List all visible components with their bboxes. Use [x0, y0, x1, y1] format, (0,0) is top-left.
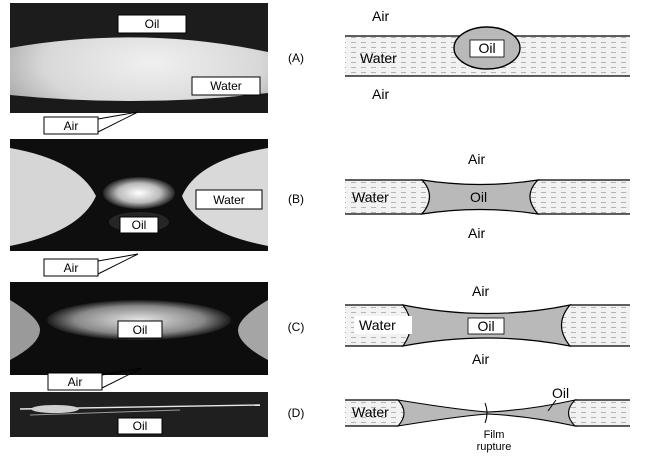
schematic-a-water: Water: [360, 50, 397, 66]
photo-b-water-label: Water: [213, 193, 245, 207]
schematic-a-oil: Oil: [478, 40, 495, 56]
schematic-b: Air Water Oil Air: [345, 151, 630, 241]
photo-b: Oil Water: [10, 139, 268, 251]
panel-a-tag: (A): [288, 51, 304, 65]
panel-d: Oil (D) Water Oil Film rupture: [10, 385, 630, 453]
panel-c-tag: (C): [288, 320, 305, 334]
schematic-a-air-top: Air: [372, 8, 389, 24]
callout-c: Air: [43, 253, 139, 277]
callout-c-label: Air: [64, 261, 79, 275]
schematic-d: Water Oil Film rupture: [345, 385, 630, 453]
schematic-a: Oil Air Water Air: [345, 8, 630, 102]
schematic-d-oil: Oil: [552, 385, 569, 401]
photo-a: Oil Water: [10, 3, 268, 113]
schematic-d-rupture-line2: rupture: [477, 441, 512, 453]
photo-a-water-label: Water: [210, 79, 242, 93]
schematic-c-oil: Oil: [477, 318, 494, 334]
photo-a-oil-label: Oil: [145, 17, 160, 31]
schematic-a-air-bottom: Air: [372, 86, 389, 102]
panel-d-tag: (D): [288, 406, 305, 420]
schematic-b-air-top: Air: [468, 151, 485, 167]
photo-c-oil-label: Oil: [133, 323, 148, 337]
panel-a: Oil Water (A) Oil Air Water Air: [10, 3, 630, 113]
photo-c: Oil: [10, 282, 268, 375]
callout-d: Air: [47, 367, 143, 391]
schematic-b-air-bottom: Air: [468, 225, 485, 241]
panel-b-tag: (B): [288, 192, 304, 206]
schematic-b-water: Water: [352, 189, 389, 205]
photo-d: Oil: [10, 392, 268, 437]
panel-b: Oil Water (B) Air Water Oil Air: [10, 139, 630, 251]
callout-b-label: Air: [64, 119, 79, 133]
schematic-c-air-bottom: Air: [472, 351, 489, 367]
panel-c: Oil (C) Air Water Oil Air: [10, 282, 630, 375]
callout-b: Air: [43, 111, 139, 135]
schematic-c-air-top: Air: [472, 283, 489, 299]
schematic-d-rupture-line1: Film: [484, 429, 505, 441]
schematic-c-water: Water: [359, 317, 396, 333]
schematic-d-water: Water: [352, 404, 389, 420]
schematic-b-oil: Oil: [470, 189, 487, 205]
photo-d-oil-label: Oil: [133, 419, 148, 433]
schematic-c: Air Water Oil Air: [345, 283, 630, 367]
callout-d-label: Air: [68, 375, 83, 389]
photo-b-oil-label: Oil: [132, 218, 147, 232]
